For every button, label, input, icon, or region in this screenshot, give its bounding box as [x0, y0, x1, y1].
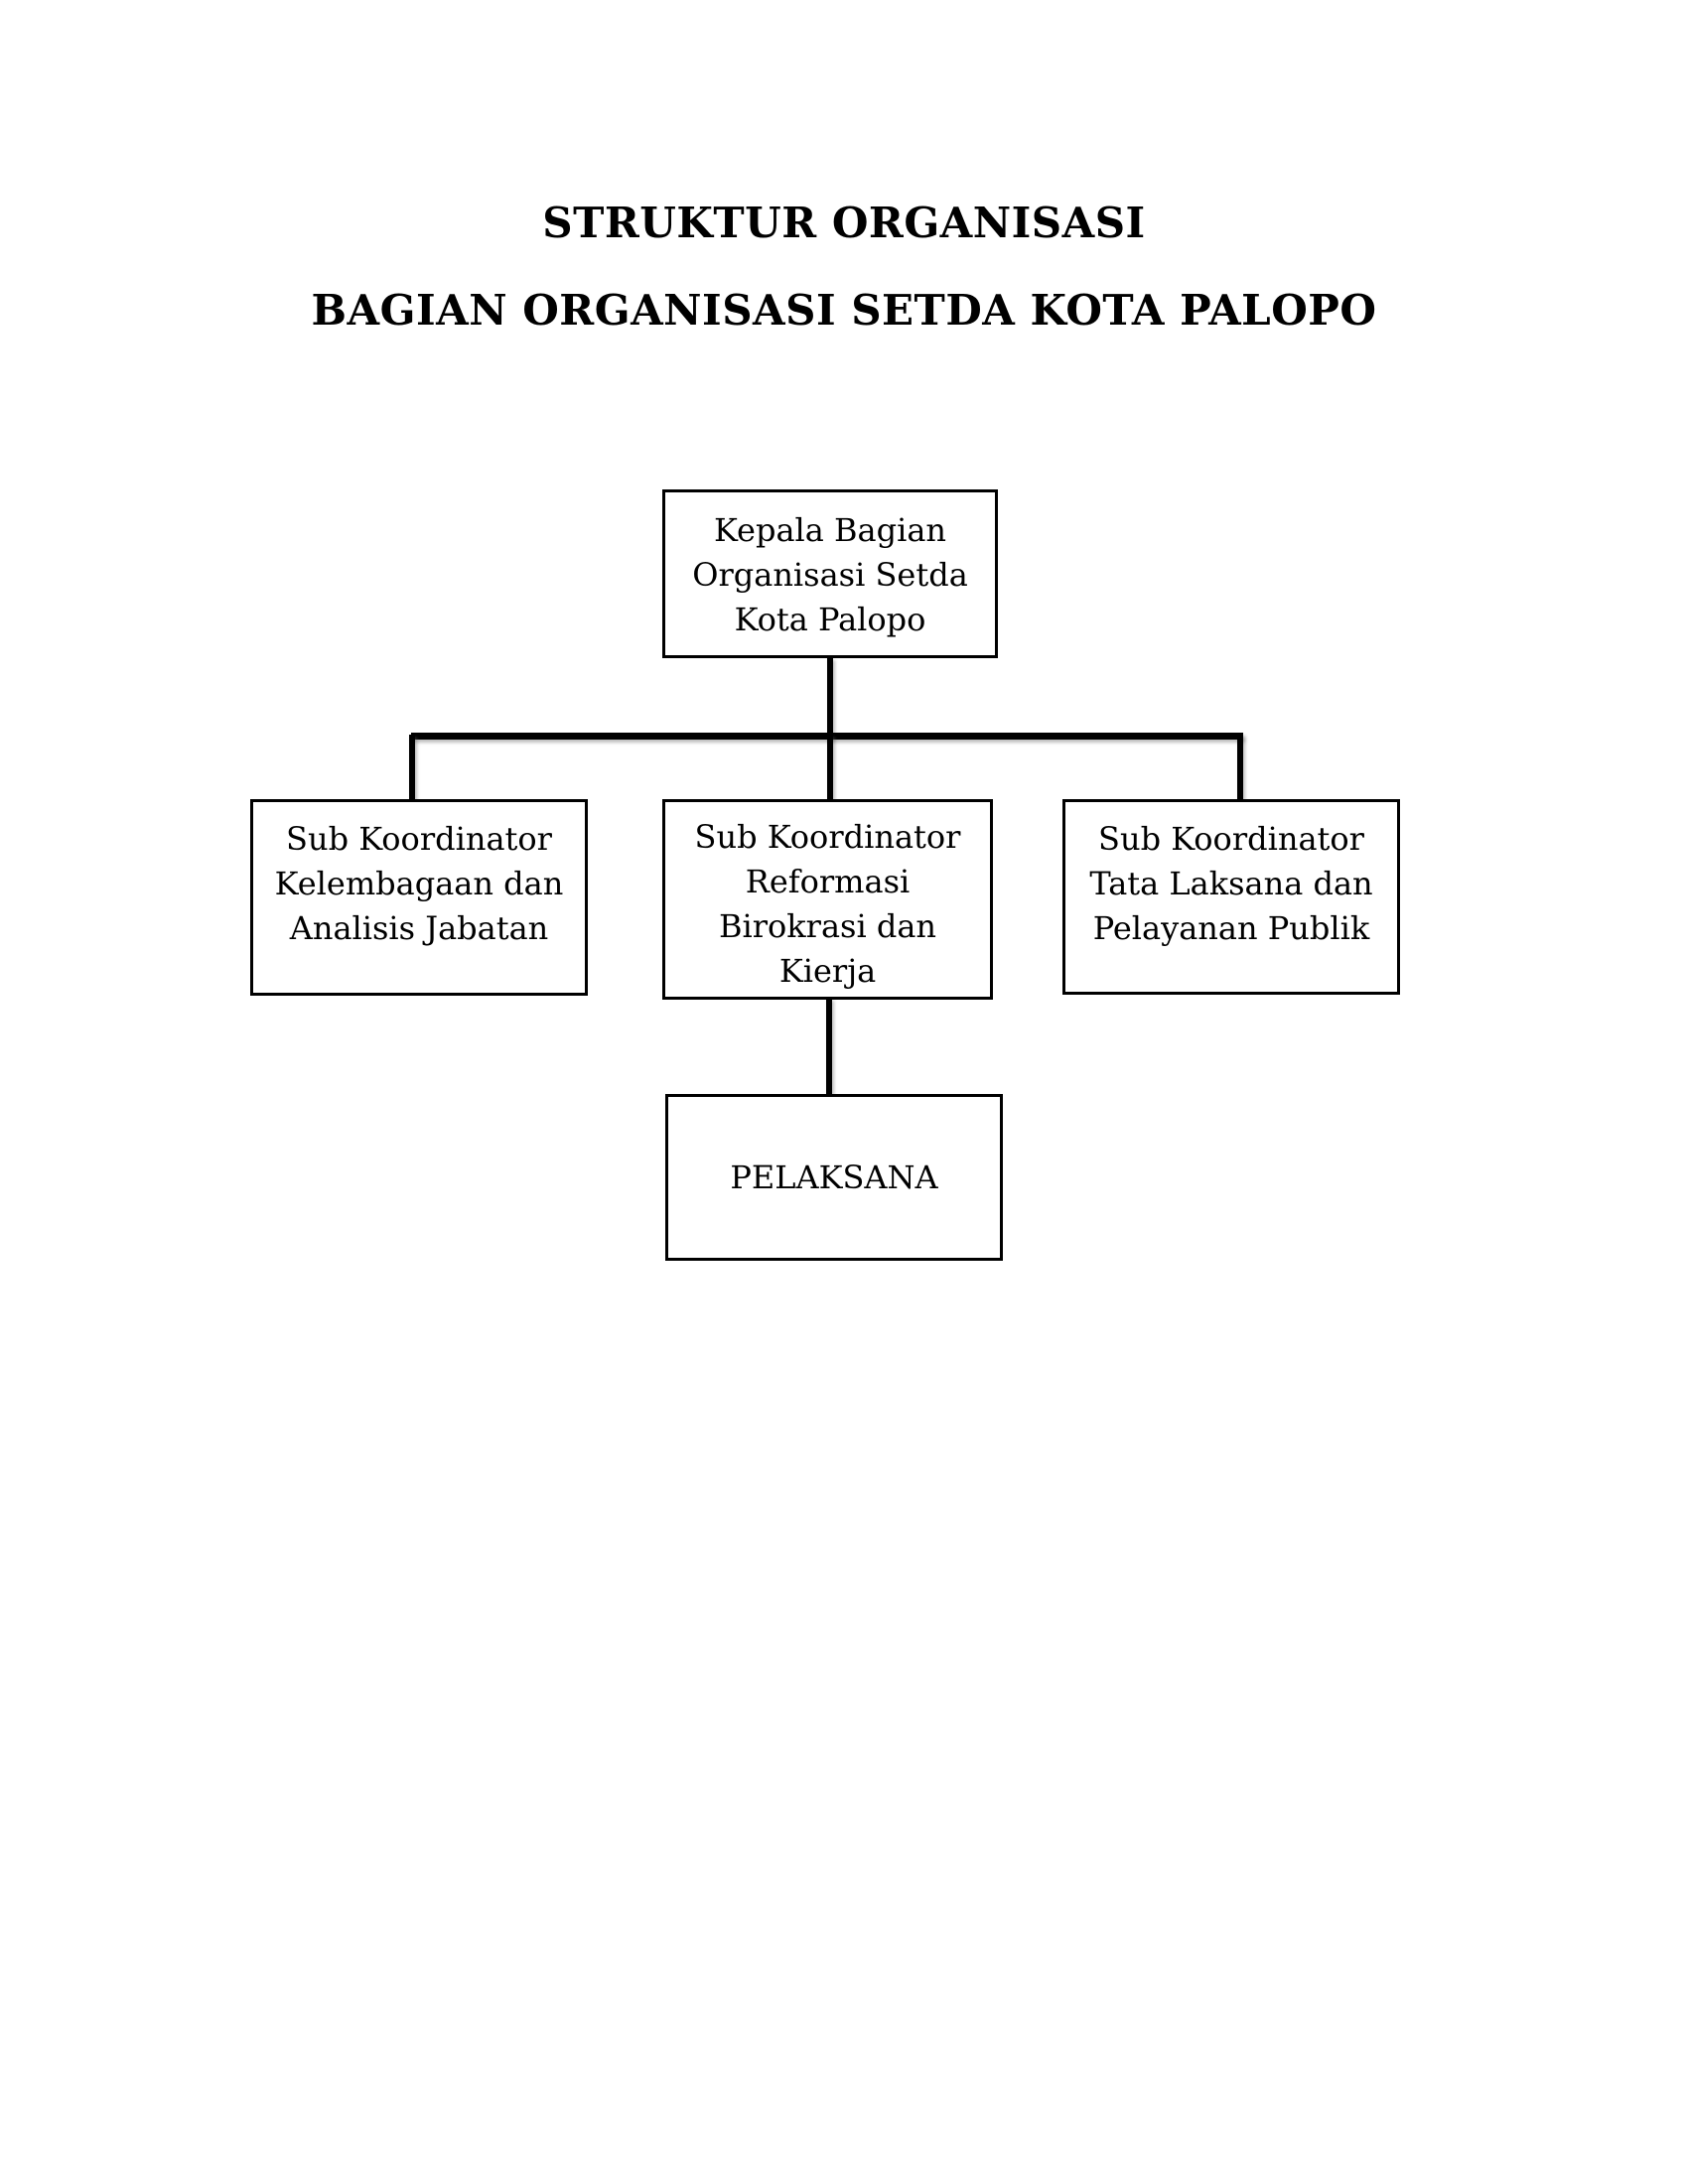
connector-pelaksana-drop: [826, 998, 832, 1095]
connector-middle-drop: [827, 735, 833, 800]
node-text-line: Pelayanan Publik: [1092, 909, 1370, 947]
org-node-kepala-bagian: Kepala Bagian Organisasi Setda Kota Palo…: [662, 489, 998, 658]
node-text-line: Sub Koordinator: [286, 820, 552, 858]
org-node-sub-koordinator-tata-laksana: Sub Koordinator Tata Laksana dan Pelayan…: [1062, 799, 1400, 995]
node-text-line: Kepala Bagian: [713, 511, 947, 549]
node-text-line: Organisasi Setda: [692, 556, 968, 594]
node-text-line: Sub Koordinator: [1098, 820, 1364, 858]
node-text-line: Tata Laksana dan: [1089, 865, 1373, 902]
org-node-pelaksana: PELAKSANA: [665, 1094, 1003, 1261]
node-text-line: Birokrasi dan: [718, 907, 937, 945]
title-line-2: BAGIAN ORGANISASI SETDA KOTA PALOPO: [311, 286, 1377, 335]
connector-right-drop: [1237, 735, 1243, 800]
org-node-sub-koordinator-reformasi: Sub Koordinator Reformasi Birokrasi dan …: [662, 799, 993, 1000]
node-text-line: PELAKSANA: [730, 1158, 938, 1196]
node-text-line: Kota Palopo: [734, 601, 926, 638]
connector-left-drop: [409, 735, 415, 800]
org-node-sub-koordinator-kelembagaan: Sub Koordinator Kelembagaan dan Analisis…: [250, 799, 588, 996]
connector-root-down: [827, 657, 833, 739]
node-text-line: Sub Koordinator: [694, 818, 961, 856]
node-text-line: Reformasi: [745, 863, 911, 900]
node-text-line: Kelembagaan dan: [274, 865, 564, 902]
node-text-line: Analisis Jabatan: [289, 909, 549, 947]
node-text-line: Kierja: [778, 952, 877, 990]
title-line-1: STRUKTUR ORGANISASI: [542, 199, 1146, 247]
